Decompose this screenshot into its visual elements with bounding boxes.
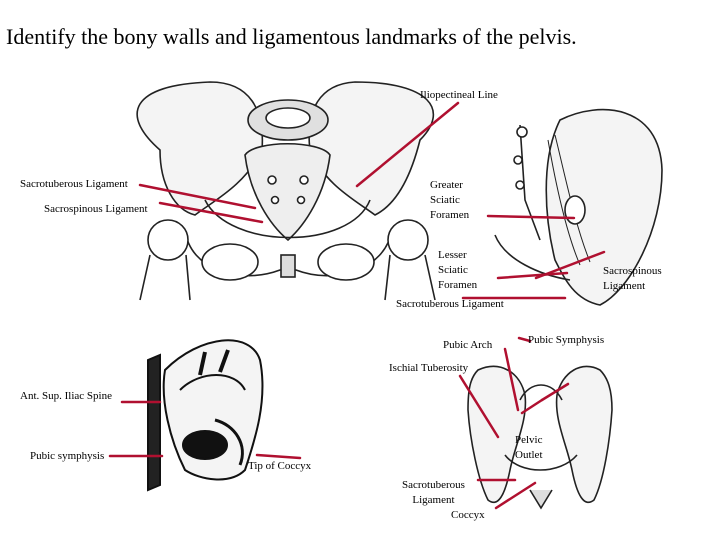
label-coccyx: Coccyx [451,509,485,521]
label-lesser-line-2: Sciatic [438,264,468,276]
pointer-pubic-symphysis-upper [517,336,532,343]
label-sacrotuberous-bottom-line-1: Sacrotuberous [402,479,465,491]
slide-title: Identify the bony walls and ligamentous … [6,24,577,49]
pointer-ischial-tuberosity [458,374,500,439]
pointer-coccyx [494,481,537,510]
label-pubic-symphysis-lower: Pubic symphysis [30,450,105,462]
pointer-pubic-symphysis-join [520,398,544,415]
pointer-lesser-sciatic-foramen [496,271,569,280]
label-pubic-symphysis-upper: Pubic Symphysis [528,334,605,346]
label-greater-line-2: Sciatic [430,194,460,206]
label-lesser-line-1: Lesser [438,249,467,261]
pointer-pubic-arch [503,347,520,412]
label-sacrospinous-ligament-side: Sacrospinous Ligament [603,264,662,294]
label-pelvic-outlet-line-2: Outlet [515,449,543,461]
label-ant-sup-iliac-spine: Ant. Sup. Iliac Spine [20,390,112,402]
label-ischial-tuberosity: Ischial Tuberosity [389,362,469,374]
pointer-sacrotuberous-top [138,183,257,210]
label-greater-sciatic-foramen: Greater Sciatic Foramen [430,178,469,223]
label-sacrospinous-ligament-top: Sacrospinous Ligament [44,203,148,215]
pointer-iliopectineal-line [355,101,460,188]
label-pelvic-outlet: Pelvic Outlet [515,433,543,463]
label-lesser-sciatic-foramen: Lesser Sciatic Foramen [438,248,477,293]
pointer-sacrospinous-top [158,201,264,224]
label-pelvic-outlet-line-1: Pelvic [515,434,543,446]
pointer-greater-sciatic-foramen [486,214,576,220]
label-pubic-arch: Pubic Arch [443,339,493,351]
label-sacrotuberous-ligament-top: Sacrotuberous Ligament [20,178,128,190]
lateral-pelvis-drawing [482,100,672,315]
label-greater-line-1: Greater [430,179,463,191]
sagittal-pelvis-drawing [147,339,264,492]
label-sacrotuberous-ligament-bottom: Sacrotuberous Ligament [402,478,465,508]
label-sacrospinous-line-1: Sacrospinous [603,265,662,277]
anterior-pelvis-drawing [72,76,492,316]
label-greater-line-3: Foramen [430,209,470,221]
pointer-tip-of-coccyx [255,453,302,460]
label-sacrospinous-line-2: Ligament [603,280,646,292]
label-iliopectineal-line: Iliopectineal Line [420,89,498,101]
label-tip-of-coccyx: Tip of Coccyx [248,460,312,472]
label-sacrotuberous-ligament-mid: Sacrotuberous Ligament [396,298,504,310]
pointer-sacrospinous-side [534,250,606,280]
label-sacrotuberous-bottom-line-2: Ligament [412,494,455,506]
pointer-lines [108,101,606,510]
label-lesser-line-3: Foramen [438,279,478,291]
pointer-pubic-symphysis-branch [540,382,570,402]
